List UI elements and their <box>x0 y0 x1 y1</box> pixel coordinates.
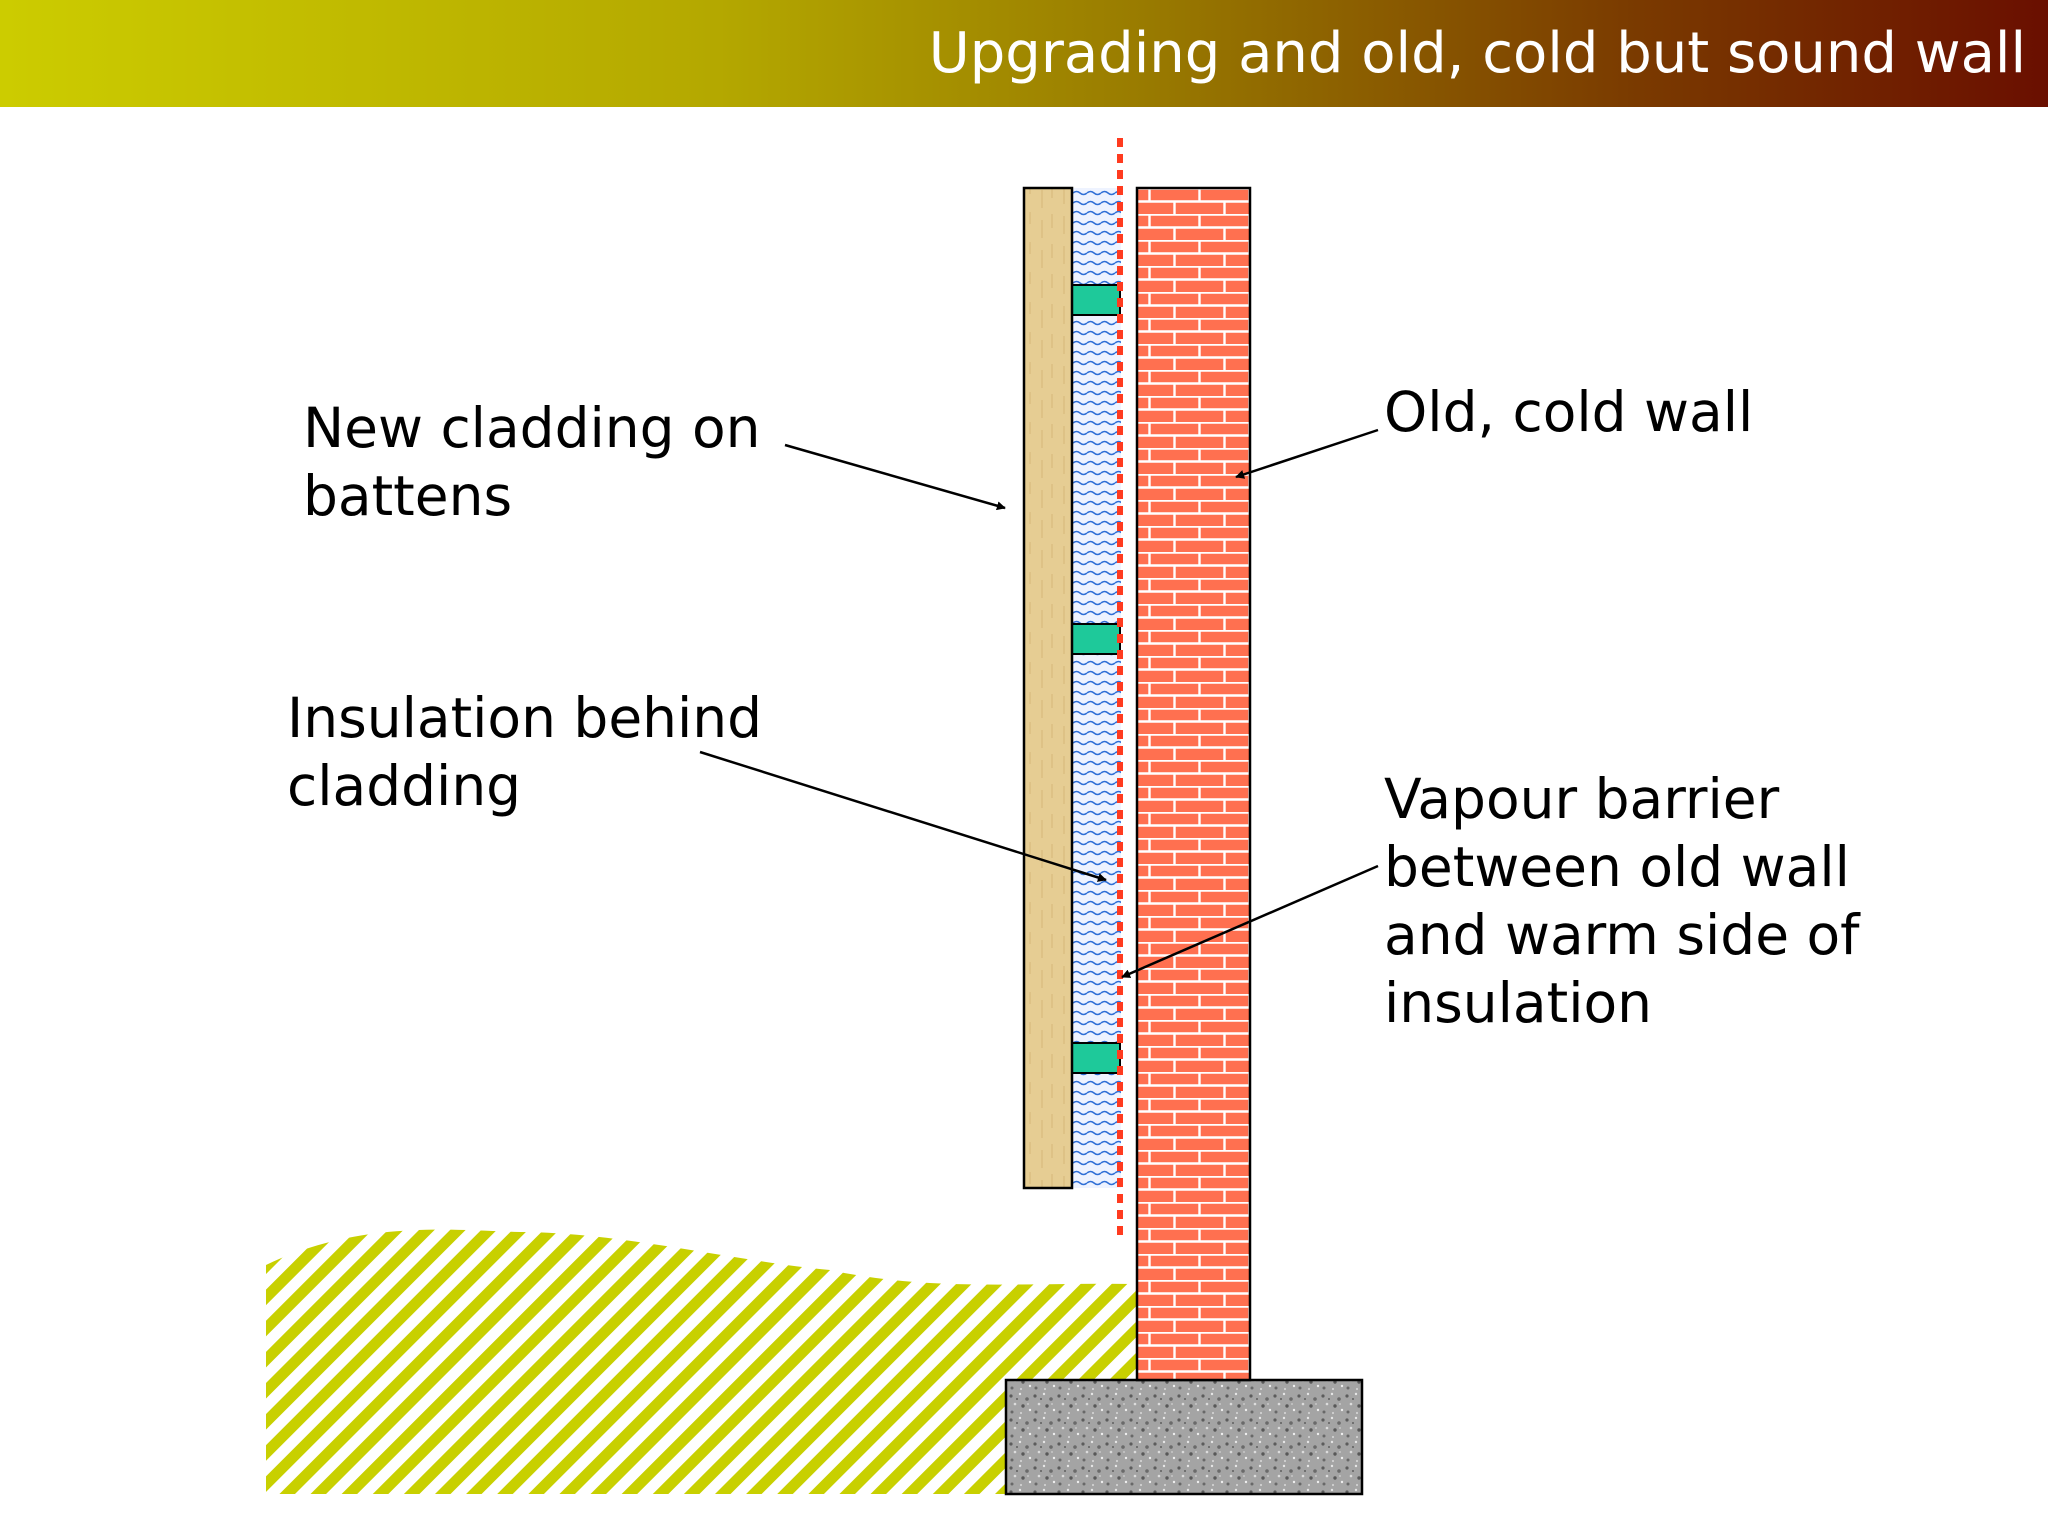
cladding-arrow <box>784 443 1006 511</box>
ground-soil <box>266 1229 1136 1494</box>
batten <box>1071 623 1121 655</box>
old-wall-arrow <box>1235 428 1379 479</box>
vapour-barrier-label-line: insulation <box>1384 971 1652 1035</box>
vapour-barrier-label-line: and warm side of <box>1384 903 1860 967</box>
new-cladding <box>1022 186 1074 1190</box>
insulation-arrow <box>699 750 1107 882</box>
batten <box>1071 284 1121 316</box>
insulation-layer <box>1073 188 1121 1188</box>
header-bar: Upgrading and old, cold but sound wall <box>0 0 2048 107</box>
cladding-label: New cladding on battens <box>303 394 761 530</box>
insulation-label: Insulation behind cladding <box>287 684 762 820</box>
batten <box>1071 1042 1121 1074</box>
vapour-barrier-label-line: Vapour barrier <box>1384 767 1780 831</box>
vapour-barrier-arrow <box>1121 864 1379 979</box>
old-wall-label-line: Old, cold wall <box>1384 380 1754 444</box>
page-title: Upgrading and old, cold but sound wall <box>928 21 2026 86</box>
old-wall-label: Old, cold wall <box>1384 378 1753 446</box>
insulation-label-line: cladding <box>287 754 522 818</box>
old-cold-wall <box>1135 186 1252 1382</box>
foundation-footing <box>1004 1378 1364 1496</box>
insulation-label-line: Insulation behind <box>287 686 763 750</box>
cladding-label-line: New cladding on <box>303 396 761 460</box>
cladding-label-line: battens <box>303 464 513 528</box>
vapour-barrier-label: Vapour barrier between old wall and warm… <box>1384 765 1860 1037</box>
vapour-barrier-label-line: between old wall <box>1384 835 1850 899</box>
